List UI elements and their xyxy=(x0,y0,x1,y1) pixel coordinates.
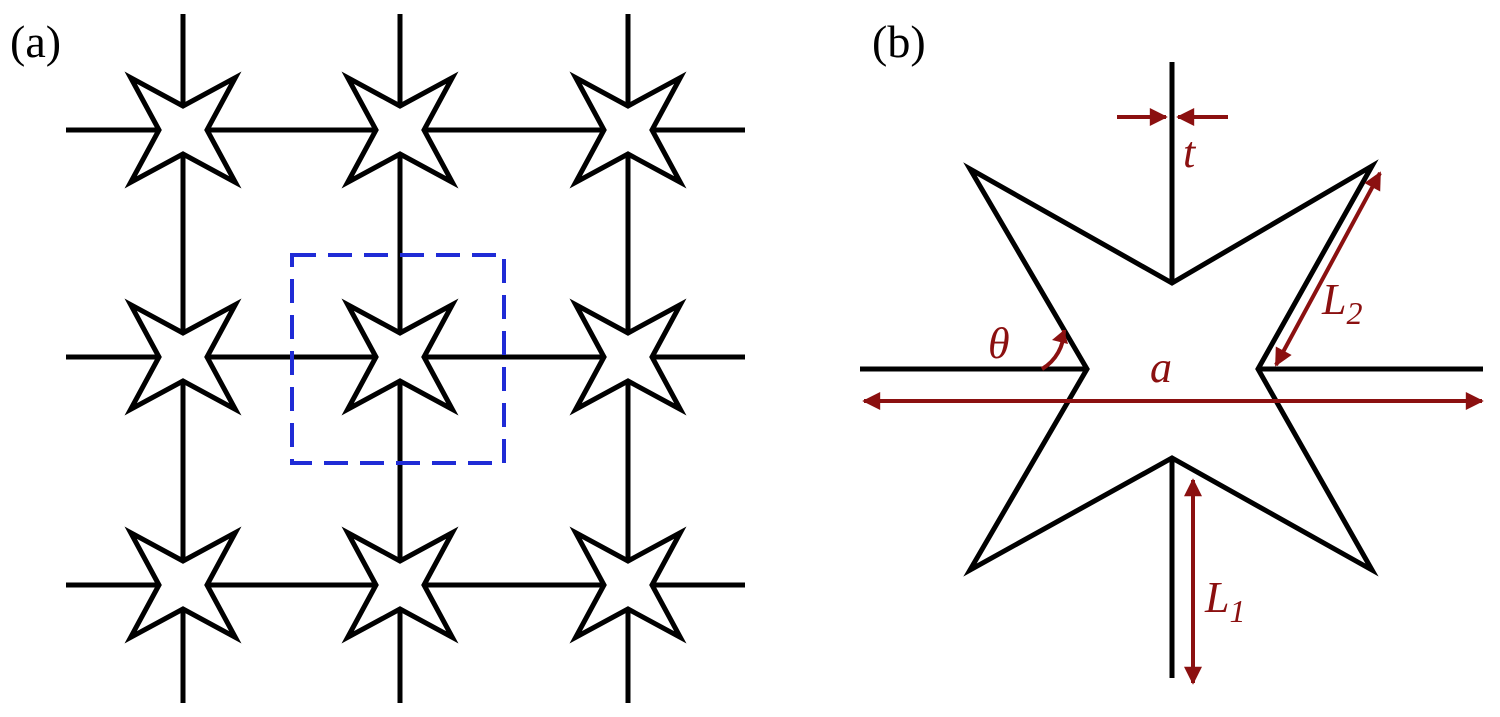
theta-arc-arrowhead xyxy=(1052,330,1068,344)
l2-label-main: L xyxy=(1321,275,1346,324)
theta-label: θ xyxy=(988,319,1010,368)
panel-b-label: (b) xyxy=(872,16,926,67)
lattice-star-cell xyxy=(569,298,687,416)
t-label: t xyxy=(1183,128,1197,177)
lattice-star-cell xyxy=(341,526,459,644)
panel-a-lattice: (a) xyxy=(10,14,745,703)
lattice-star-cells xyxy=(124,71,687,644)
dimension-l2: L2 xyxy=(1274,171,1382,367)
lattice-star-cell xyxy=(569,526,687,644)
a-label: a xyxy=(1150,343,1172,392)
l1-label-main: L xyxy=(1204,573,1229,622)
l1-label-sub: 1 xyxy=(1229,593,1245,629)
lattice-star-cell xyxy=(124,71,242,189)
lattice-star-cell xyxy=(341,298,459,416)
unit-cell-outline xyxy=(290,253,506,465)
l1-label: L1 xyxy=(1204,573,1245,629)
dimension-t: t xyxy=(1117,108,1228,177)
lattice-star-cell xyxy=(569,71,687,189)
lattice-star-cell xyxy=(124,526,242,644)
dimension-l1: L1 xyxy=(1184,478,1245,685)
dimension-a: a xyxy=(862,343,1484,410)
panel-a-label: (a) xyxy=(10,16,61,67)
dimension-theta: θ xyxy=(988,319,1068,371)
l2-label-sub: 2 xyxy=(1346,295,1362,331)
l2-label: L2 xyxy=(1321,275,1362,331)
lattice-star-cell xyxy=(124,298,242,416)
l2-arrow xyxy=(1274,171,1382,367)
lattice-star-cell xyxy=(341,71,459,189)
panel-b-unit-cell: (b) t a L1 L2 θ xyxy=(860,16,1484,685)
